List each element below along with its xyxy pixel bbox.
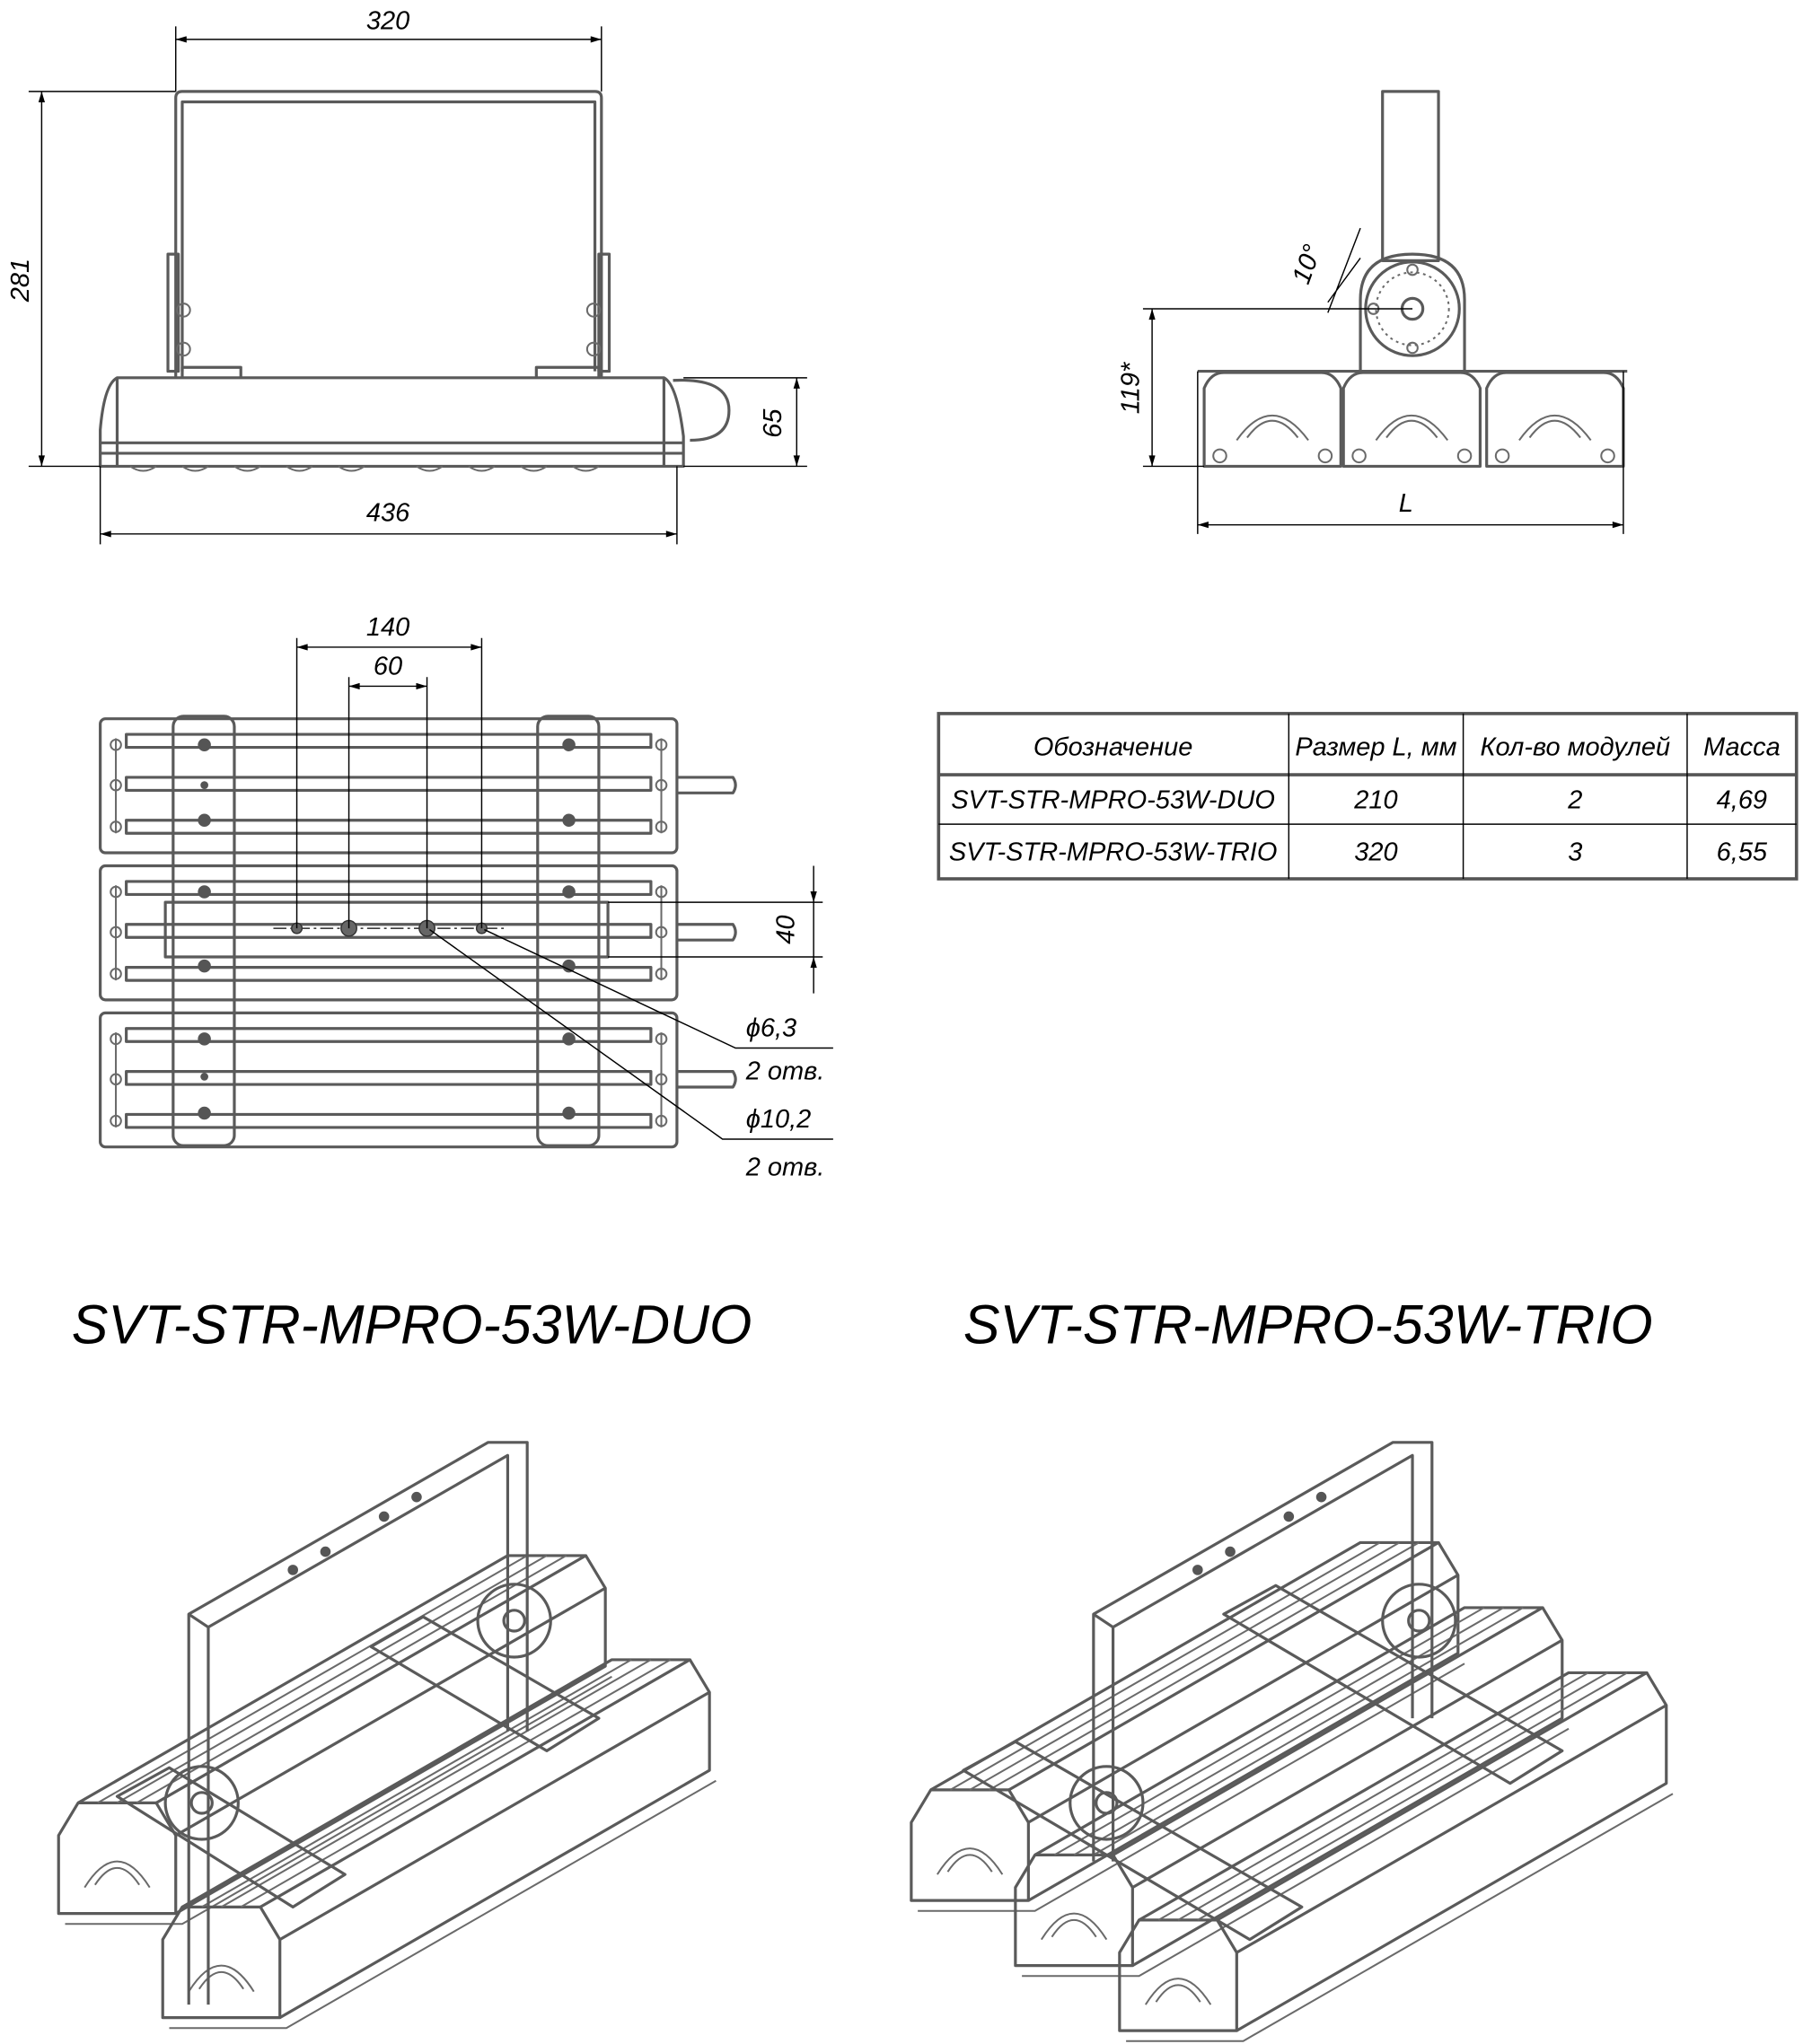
cell-module-count: 2 — [1567, 786, 1582, 815]
trio-title: SVT-STR-MPRO-53W-TRIO — [963, 1294, 1653, 1355]
dim-436-label: 436 — [366, 498, 410, 527]
cell-size-l: 210 — [1353, 786, 1397, 815]
cell-size-l: 320 — [1354, 838, 1397, 867]
dim-140-label: 140 — [366, 613, 409, 642]
dimension-65: 65 — [683, 377, 807, 468]
hole-callouts: ϕ6,3 2 отв. ϕ10,2 2 отв. — [429, 928, 833, 1182]
iso-view-duo — [57, 1441, 717, 2030]
cell-mass: 4,69 — [1717, 786, 1767, 815]
header-module-count: Кол-во модулей — [1480, 733, 1670, 761]
dimension-40: 40 — [608, 865, 823, 994]
header-designation: Обозначение — [1033, 733, 1193, 761]
dim-L-label: L — [1399, 489, 1413, 518]
small-hole-diameter: ϕ6,3 — [746, 1013, 796, 1042]
side-view: 10° 119* L — [1117, 90, 1628, 534]
small-hole-count: 2 отв. — [745, 1057, 825, 1085]
dim-119-label: 119* — [1117, 361, 1146, 414]
table-row: SVT-STR-MPRO-53W-TRIO 320 3 6,55 — [949, 838, 1768, 867]
dimension-320: 320 — [175, 6, 602, 92]
cell-mass: 6,55 — [1717, 838, 1768, 867]
dim-angle-label: 10° — [1287, 241, 1327, 287]
iso-view-trio — [910, 1441, 1675, 2043]
cell-module-count: 3 — [1568, 838, 1582, 867]
dimension-140: 140 — [295, 613, 483, 929]
front-view: 320 281 65 436 — [6, 6, 807, 545]
cell-designation: SVT-STR-MPRO-53W-TRIO — [949, 838, 1278, 867]
dimension-119: 119* — [1117, 308, 1413, 468]
dim-40-label: 40 — [771, 915, 800, 943]
large-hole-diameter: ϕ10,2 — [746, 1105, 812, 1134]
table-row: SVT-STR-MPRO-53W-DUO 210 2 4,69 — [951, 786, 1767, 815]
large-hole-count: 2 отв. — [745, 1154, 825, 1182]
duo-title: SVT-STR-MPRO-53W-DUO — [72, 1294, 752, 1355]
header-size-l: Размер L, мм — [1295, 733, 1456, 761]
table-header-row: Обозначение Размер L, мм Кол-во модулей … — [1033, 733, 1781, 761]
dimension-436: 436 — [99, 466, 678, 545]
spec-table: Обозначение Размер L, мм Кол-во модулей … — [937, 712, 1799, 881]
dimension-60: 60 — [347, 652, 428, 929]
dim-281-label: 281 — [6, 259, 35, 303]
dim-60-label: 60 — [374, 652, 402, 680]
dimension-L: L — [1197, 371, 1624, 534]
top-view: 140 60 40 ϕ6,3 2 отв. ϕ10,2 2 отв. — [99, 613, 833, 1182]
dim-65-label: 65 — [759, 408, 787, 438]
dimension-281: 281 — [6, 91, 176, 468]
cell-designation: SVT-STR-MPRO-53W-DUO — [951, 786, 1275, 815]
header-mass: Масса — [1703, 733, 1781, 761]
dim-320-label: 320 — [366, 6, 409, 35]
